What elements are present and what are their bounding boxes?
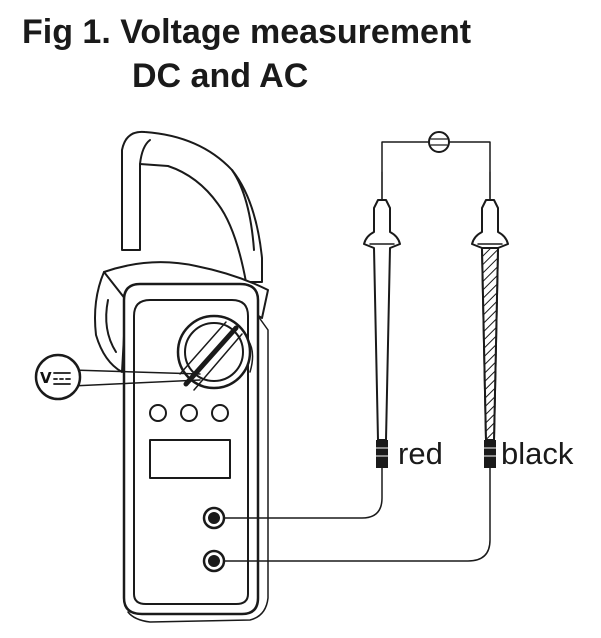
black-probe-label: black <box>501 436 574 471</box>
red-probe-label: red <box>398 436 443 471</box>
voltage-symbol: V <box>40 369 52 387</box>
load-lamp-icon <box>429 132 449 152</box>
measured-circuit <box>382 132 490 200</box>
clamp-jaw <box>122 132 262 282</box>
black-test-probe <box>224 172 508 561</box>
